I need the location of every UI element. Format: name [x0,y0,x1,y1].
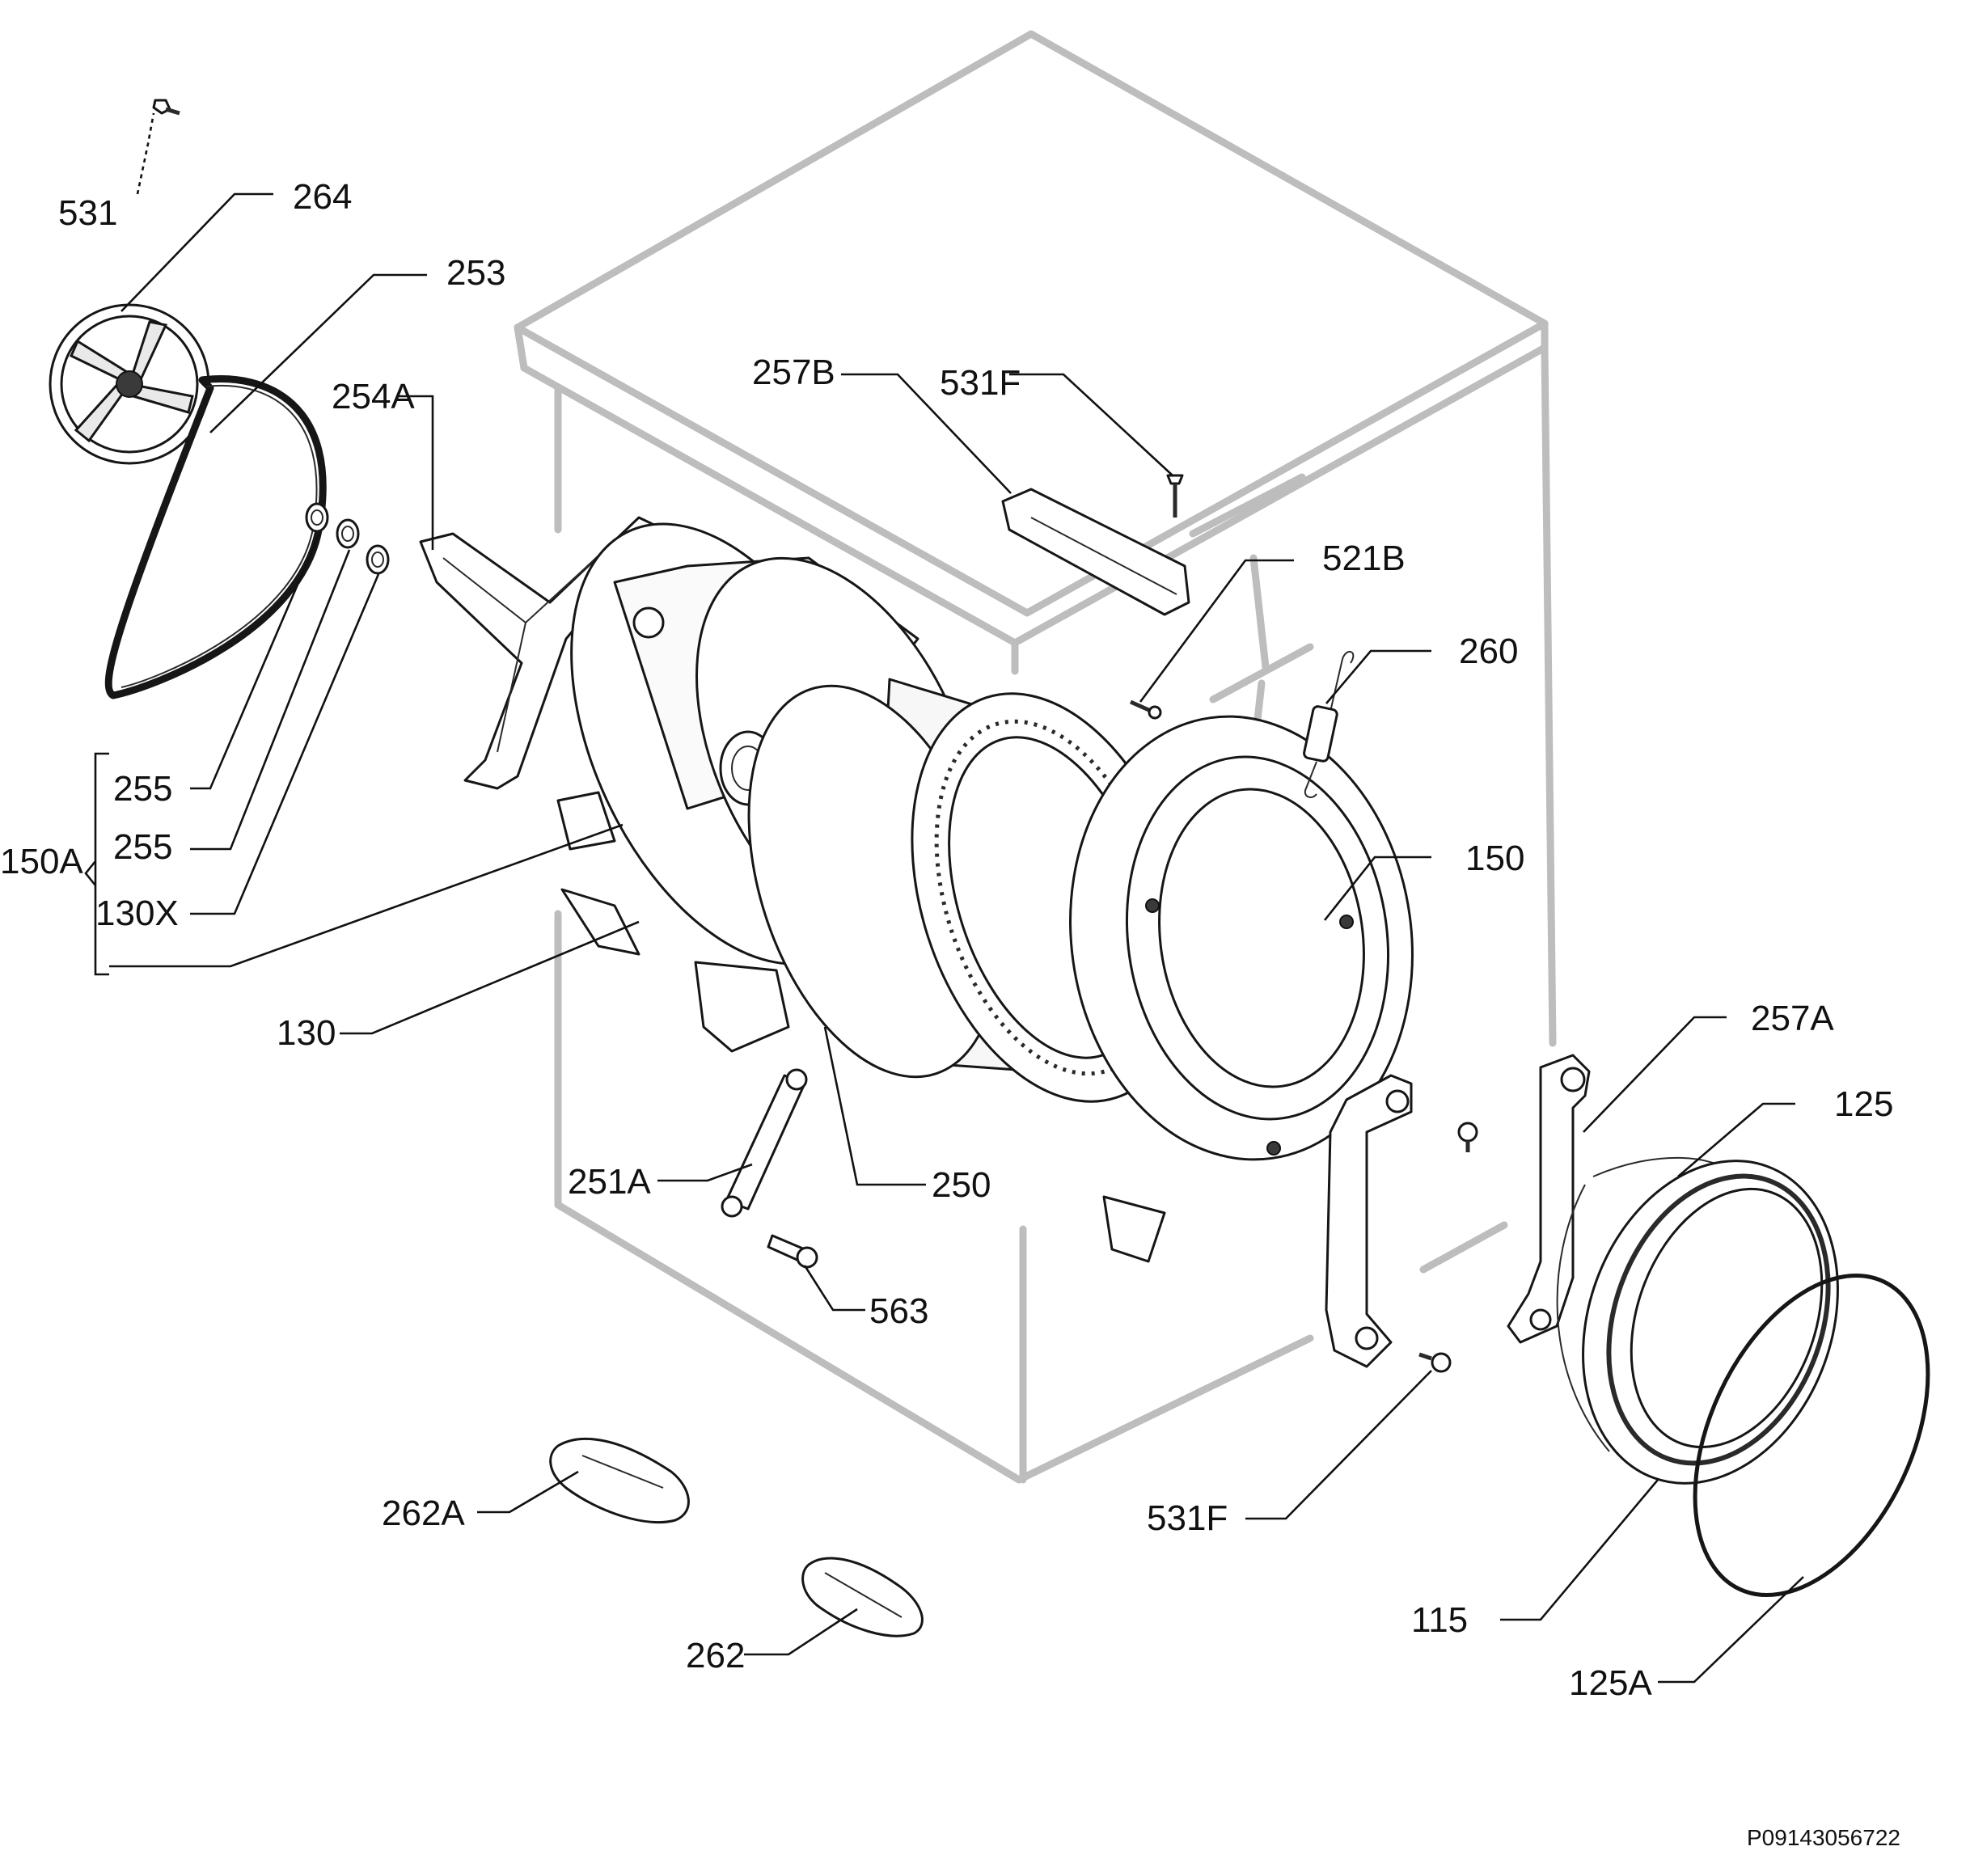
door-ring-125A [1693,1273,1930,1598]
bolt-563 [767,1234,818,1269]
rear-tub-130 [556,522,979,1053]
label-260: 260 [1459,632,1518,671]
label-125: 125 [1834,1084,1893,1124]
door-125 [1556,1156,1839,1485]
label-130X: 130X [95,894,179,933]
leader-lines [84,112,1804,1684]
cabinet-outline [514,30,1557,1484]
screw-531F-bottom [1418,1122,1478,1373]
bearings [305,502,390,575]
label-262A: 262A [382,1494,465,1533]
handle-262A [549,1437,690,1524]
label-130: 130 [277,1013,336,1053]
label-253: 253 [446,253,505,293]
counterweight-257B [1001,488,1190,616]
label-531F-bottom: 531F [1147,1498,1228,1538]
label-255-first: 255 [113,769,172,809]
label-115: 115 [1411,1600,1468,1640]
screw-531F-top [1166,474,1184,518]
hinge-257A [1507,1054,1591,1344]
label-521B: 521B [1322,539,1406,578]
spring-260 [1303,651,1355,798]
label-125A: 125A [1569,1663,1652,1703]
label-257A: 257A [1751,999,1834,1038]
drawing-code: P09143056722 [1747,1825,1900,1850]
label-531F-top: 531F [940,363,1021,403]
label-531: 531 [58,193,117,233]
label-254A: 254A [332,377,415,416]
screw-531 [152,99,180,116]
label-251A: 251A [568,1162,651,1202]
pulley-264 [49,303,210,465]
label-563: 563 [869,1291,928,1331]
label-255-second: 255 [113,827,172,867]
screw-521B [1129,699,1162,720]
hinge-bracket [1325,1074,1413,1368]
handle-262 [801,1557,924,1637]
label-264: 264 [293,177,352,217]
label-150A: 150A [0,842,83,881]
shock-absorber-251A [721,1068,808,1218]
front-tub-150 [1069,715,1414,1263]
label-250: 250 [932,1165,991,1205]
label-257B: 257B [752,353,835,392]
label-262: 262 [686,1636,745,1675]
label-150: 150 [1465,839,1524,878]
part-labels: 531 264 253 254A 257B 531F 521B 260 150 … [0,177,1893,1703]
